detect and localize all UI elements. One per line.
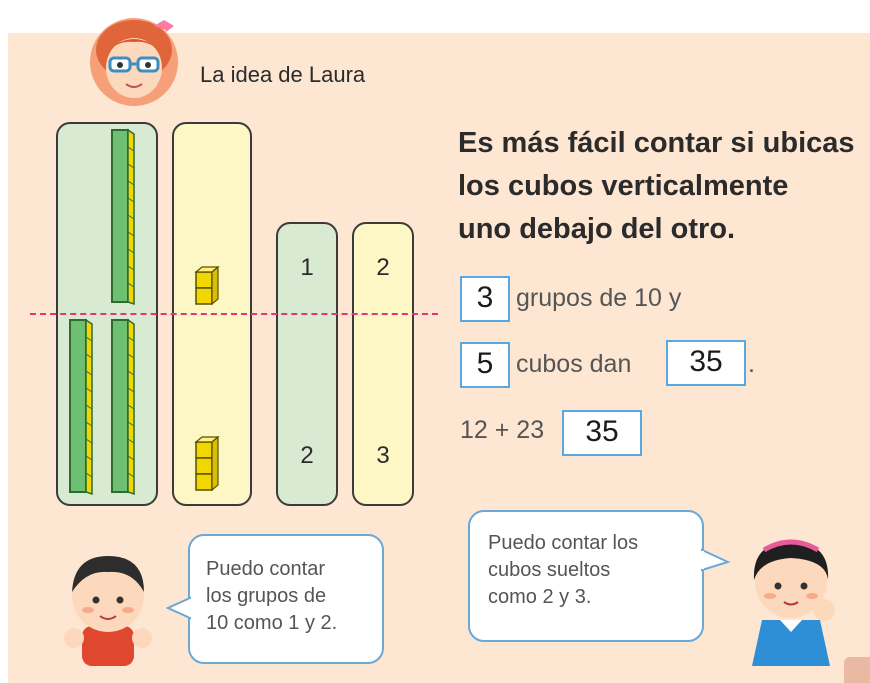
bubble-tail-left [166,596,192,620]
tens-count-column: 1 2 [276,222,338,506]
ones-count-bottom: 3 [376,442,390,469]
instruction-line-2: los cubos verticalmente [458,170,789,202]
speech-bubble-right: Puedo contar los cubos sueltos como 2 y … [468,510,704,642]
ones-count-top: 2 [376,254,390,281]
period-text: . [748,350,755,378]
speech-bubble-left: Puedo contar los grupos de 10 como 1 y 2… [188,534,384,664]
ones-count-column: 2 3 [352,222,414,506]
answer-box-total[interactable]: 35 [666,340,746,386]
bubble-left-line-2: los grupos de [206,585,327,607]
groups-text: grupos de 10 y [516,284,682,312]
page-title: La idea de Laura [200,62,366,87]
girl-icon [752,539,835,666]
bubble-right-line-3: como 2 y 3. [488,586,592,608]
ten-rod-icon [111,318,135,496]
bubble-tail-right [700,548,730,572]
bubble-right-line-1: Puedo contar los [488,532,639,554]
bubble-right-line-2: cubos sueltos [488,559,611,581]
divider-line [30,313,438,315]
cubes-text: cubos dan [516,350,632,378]
bubble-left-line-3: 10 como 1 y 2. [206,612,338,634]
answer-box-cubes[interactable]: 5 [460,342,510,388]
page-corner [844,657,870,683]
laura-avatar-icon [90,18,178,106]
answer-box-groups[interactable]: 3 [460,276,510,322]
unit-cubes-icon [194,266,220,306]
boy-icon [64,556,152,666]
ten-rod-icon [69,318,93,496]
tens-count-bottom: 2 [300,442,314,469]
instruction-line-1: Es más fácil contar si ubicas [458,127,855,159]
answer-box-sum[interactable]: 35 [562,410,642,456]
instruction-line-3: uno debajo del otro. [458,213,736,245]
tens-count-top: 1 [300,254,314,281]
unit-cubes-icon [194,436,220,492]
equation-text: 12 + 23 [460,416,545,444]
bubble-left-line-1: Puedo contar [206,558,325,580]
ten-rod-icon [111,128,135,306]
instruction-text: Es más fácil contar si ubicas los cubos … [458,122,868,251]
